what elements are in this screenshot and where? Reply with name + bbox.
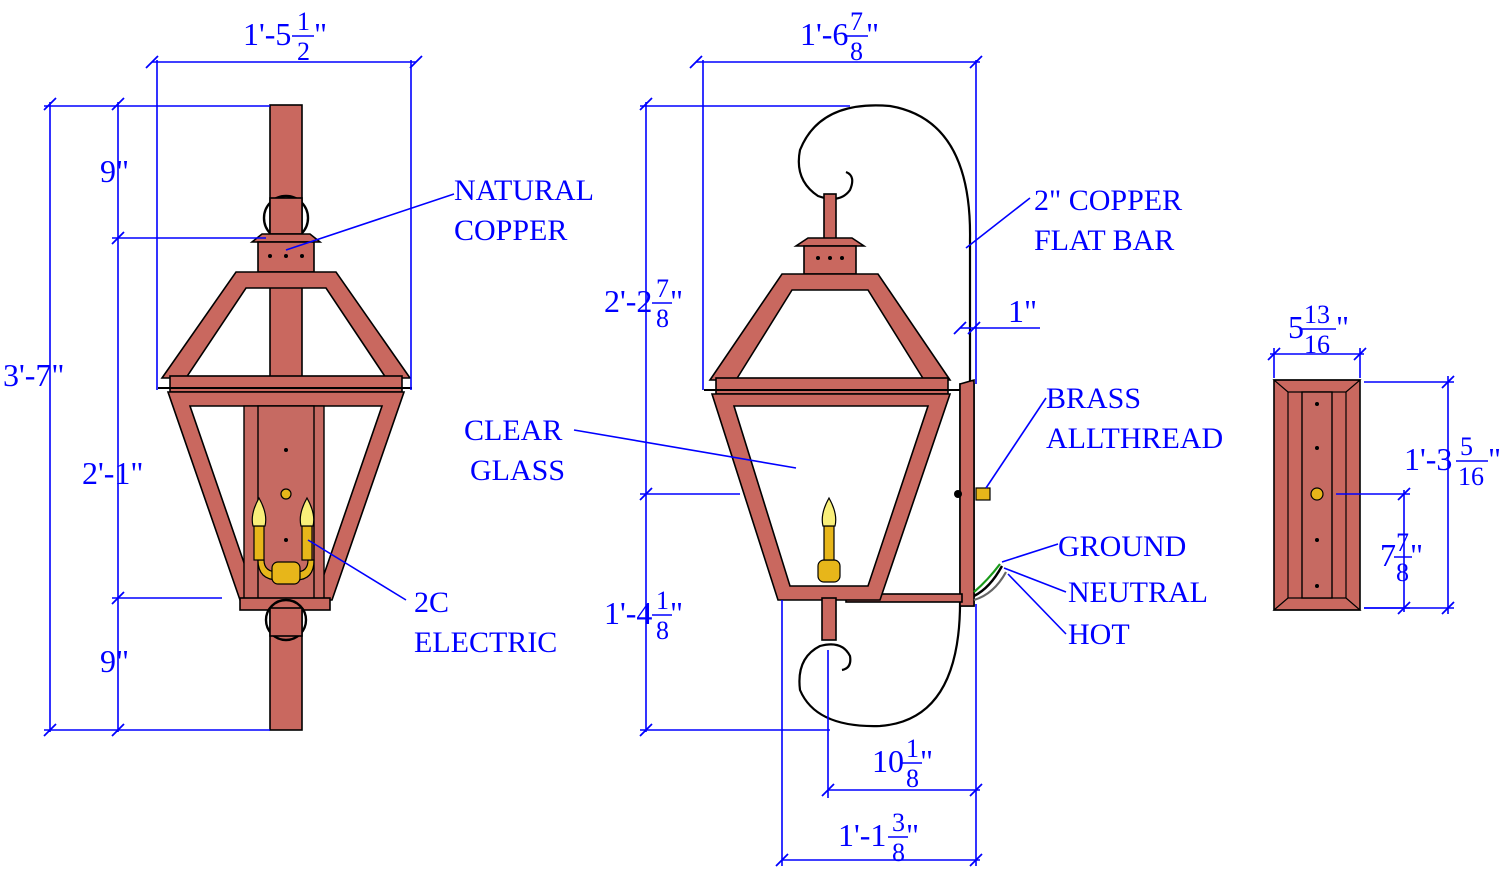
backplate-height-dimension: 1'-3 5 16 " <box>1364 375 1501 615</box>
side-scroll-depth-whole: 10 <box>872 743 904 779</box>
side-candle <box>817 496 841 583</box>
brass-allthread-callout: BRASS ALLTHREAD <box>985 382 1223 489</box>
copper-flat-bar-callout: 2" COPPER FLAT BAR <box>965 184 1182 257</box>
electric-line2: ELECTRIC <box>414 626 557 659</box>
front-width-num: 1 <box>297 7 310 36</box>
side-projection-whole: 1'-1 <box>838 817 886 853</box>
front-width-whole: 1'-5 <box>243 16 291 52</box>
side-finial <box>823 193 837 241</box>
side-width-num: 7 <box>850 7 863 36</box>
side-scroll-depth-unit: " <box>920 743 933 779</box>
backplate-width-whole: 5 <box>1288 309 1304 345</box>
front-bottom-ring <box>264 598 308 642</box>
backplate-width-unit: " <box>1336 309 1349 345</box>
front-bar-collar <box>269 197 303 235</box>
side-scroll-bracket <box>797 104 972 596</box>
wire-neutral-label: NEUTRAL <box>1068 576 1208 609</box>
side-scroll-depth-den: 8 <box>906 764 919 793</box>
backplate-width-num: 13 <box>1304 300 1330 329</box>
side-upper-height-den: 8 <box>656 304 669 333</box>
natural-copper-line2: COPPER <box>454 214 567 247</box>
side-upper-height-unit: " <box>670 283 683 319</box>
side-body-frame <box>710 393 952 601</box>
side-width-dimension: 1'-6 7 8 " <box>689 7 983 390</box>
side-bottom-stem <box>821 597 837 641</box>
backplate-view: 5 13 16 " 1'-3 5 16 " 7 7 <box>1267 300 1501 615</box>
side-lower-height-unit: " <box>670 595 683 631</box>
backplate-height-den: 16 <box>1458 462 1484 491</box>
front-width-unit: " <box>314 16 327 52</box>
side-scroll-depth-num: 1 <box>906 734 919 763</box>
backplate-height-num: 5 <box>1460 432 1473 461</box>
side-wires <box>973 563 1007 602</box>
side-lower-height-whole: 1'-4 <box>604 595 652 631</box>
backplate-height-whole: 1'-3 <box>1404 441 1452 477</box>
side-projection-unit: " <box>906 817 919 853</box>
backplate-hole-dimension: 7 7 8 " <box>1336 487 1423 615</box>
wire-ground-label: GROUND <box>1058 530 1186 563</box>
front-view: 1'-5 1 2 " 3'-7" 9" 2'-1" 9" <box>3 7 594 737</box>
natural-copper-line1: NATURAL <box>454 174 594 207</box>
side-cap <box>793 237 867 247</box>
front-bottom-section-label: 9" <box>100 643 129 679</box>
front-mid-band <box>169 375 403 393</box>
wire-callouts: GROUND NEUTRAL HOT <box>1001 530 1208 651</box>
side-view: 1'-6 7 8 " 2'-2 7 8 " 1'-4 1 8 " <box>464 7 1223 867</box>
clear-glass-callout: CLEAR GLASS <box>464 414 797 487</box>
side-width-den: 8 <box>850 37 863 66</box>
backplate-hole-whole: 7 <box>1380 537 1396 573</box>
side-height-dimensions: 2'-2 7 8 " 1'-4 1 8 " <box>604 97 850 737</box>
backplate-width-den: 16 <box>1304 330 1330 359</box>
side-lower-height-den: 8 <box>656 616 669 645</box>
clear-glass-line2: GLASS <box>470 454 565 487</box>
front-width-den: 2 <box>297 37 310 66</box>
allthread-line2: ALLTHREAD <box>1046 422 1223 455</box>
side-projection-num: 3 <box>892 808 905 837</box>
backplate-hole-den: 8 <box>1396 558 1409 587</box>
backplate-hole-unit: " <box>1410 537 1423 573</box>
side-bar-thickness-dimension: 1" <box>953 293 1040 335</box>
side-depth-dimensions: 10 1 8 " 1'-1 3 8 " <box>775 600 983 867</box>
flat-bar-line1: 2" COPPER <box>1034 184 1182 217</box>
front-overall-height-label: 3'-7" <box>3 357 64 393</box>
clear-glass-line1: CLEAR <box>464 414 562 447</box>
side-bar-thickness-label: 1" <box>1008 293 1037 329</box>
side-upper-height-num: 7 <box>656 274 669 303</box>
backplate-hole-num: 7 <box>1396 528 1409 557</box>
front-width-dimension: 1'-5 1 2 " <box>145 7 423 390</box>
natural-copper-callout: NATURAL COPPER <box>285 174 594 251</box>
flat-bar-line2: FLAT BAR <box>1034 224 1174 257</box>
backplate-allthread-hole <box>1310 487 1324 501</box>
electric-line1: 2C <box>414 586 449 619</box>
front-candle-cluster <box>251 496 315 585</box>
wire-hot-label: HOT <box>1068 618 1130 651</box>
side-lower-height-num: 1 <box>656 586 669 615</box>
front-middle-section-label: 2'-1" <box>82 455 143 491</box>
front-top-section-label: 9" <box>100 153 129 189</box>
allthread-line1: BRASS <box>1046 382 1141 415</box>
backplate-height-unit: " <box>1488 441 1501 477</box>
side-width-unit: " <box>866 16 879 52</box>
front-section-dimensions: 9" 2'-1" 9" <box>82 97 266 737</box>
side-allthread <box>975 487 991 501</box>
backplate-width-dimension: 5 13 16 " <box>1267 300 1367 378</box>
electric-callout: 2C ELECTRIC <box>307 539 557 659</box>
side-roof-frame <box>708 273 952 381</box>
front-height-dimension: 3'-7" <box>3 97 270 737</box>
side-mid-band <box>715 377 949 395</box>
side-width-whole: 1'-6 <box>800 16 848 52</box>
side-upper-height-whole: 2'-2 <box>604 283 652 319</box>
side-projection-den: 8 <box>892 838 905 867</box>
